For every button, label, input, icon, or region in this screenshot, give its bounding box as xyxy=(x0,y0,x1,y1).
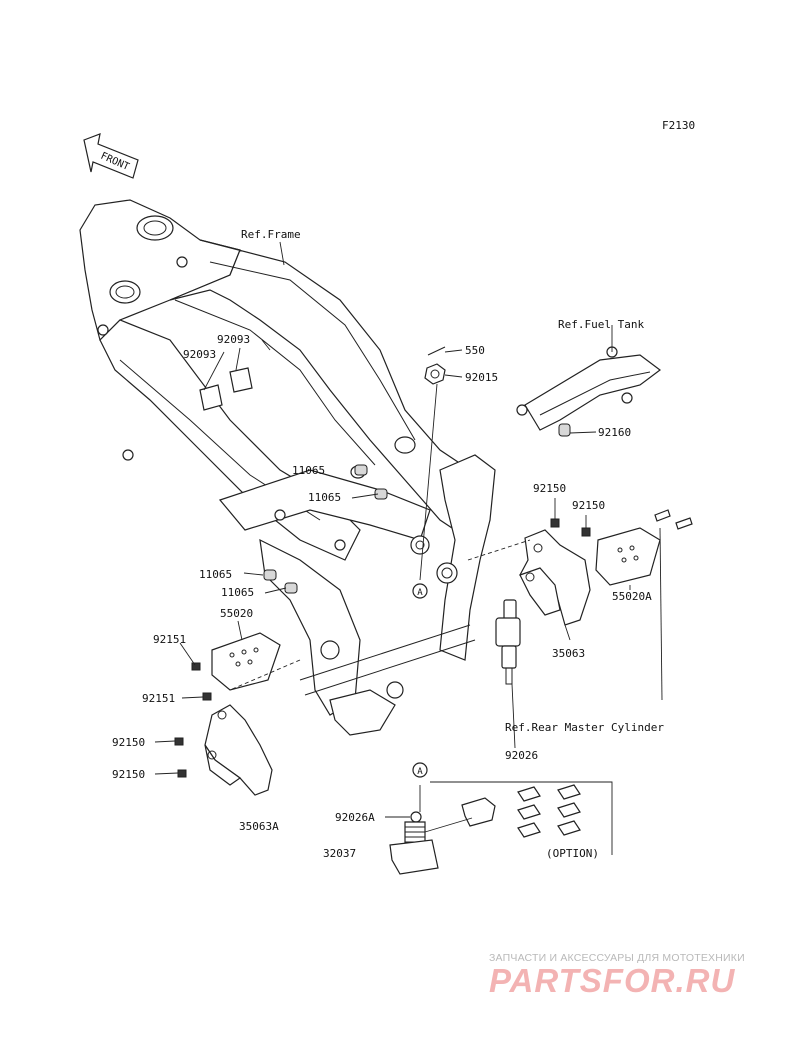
option-parts xyxy=(389,784,581,875)
clip-and-nut xyxy=(424,346,446,385)
part-label: 92160 xyxy=(598,426,631,439)
part-label: 550 xyxy=(465,344,485,357)
part-label: 92015 xyxy=(465,371,498,384)
ref-frame-label: Ref.Frame xyxy=(241,228,301,241)
part-label: 11065 xyxy=(199,568,232,581)
rear-master-cylinder xyxy=(495,599,521,685)
part-label: 92026 xyxy=(505,749,538,762)
option-label: (OPTION) xyxy=(546,847,599,860)
leader-lines xyxy=(154,241,663,855)
callout-a-label: A xyxy=(417,588,423,598)
callout-a-frame: A xyxy=(412,583,428,599)
part-label: 55020A xyxy=(612,590,652,603)
front-arrow-icon: FRONT xyxy=(83,133,139,179)
part-label: 11065 xyxy=(221,586,254,599)
callout-a-option: A xyxy=(412,762,428,778)
part-label: 92150 xyxy=(572,499,605,512)
part-label: 92093 xyxy=(183,348,216,361)
part-label: 32037 xyxy=(323,847,356,860)
left-footpeg-bracket xyxy=(174,632,281,796)
part-label: 55020 xyxy=(220,607,253,620)
part-label: 35063 xyxy=(552,647,585,660)
fuel-tank-bracket xyxy=(516,346,661,437)
ref-rear-master-cylinder-label: Ref.Rear Master Cylinder xyxy=(505,721,664,734)
part-label: 92151 xyxy=(153,633,186,646)
ref-fuel-tank-label: Ref.Fuel Tank xyxy=(558,318,644,331)
part-label: 92150 xyxy=(533,482,566,495)
part-label: 92150 xyxy=(112,768,145,781)
part-label: 35063A xyxy=(239,820,279,833)
part-label: 92026A xyxy=(335,811,375,824)
right-footpeg-bracket xyxy=(519,509,693,626)
watermark-caption: ЗАПЧАСТИ И АКСЕССУАРЫ ДЛЯ МОТОТЕХНИКИ xyxy=(489,952,745,964)
part-label: 11065 xyxy=(292,464,325,477)
frame-drawing xyxy=(79,199,496,736)
figure-code: F2130 xyxy=(662,119,695,132)
callout-a-label: A xyxy=(417,767,423,777)
watermark-logo: PARTSFOR.RU xyxy=(489,962,736,999)
part-label: 92093 xyxy=(217,333,250,346)
part-label: 92150 xyxy=(112,736,145,749)
part-label: 11065 xyxy=(308,491,341,504)
part-label: 92151 xyxy=(142,692,175,705)
